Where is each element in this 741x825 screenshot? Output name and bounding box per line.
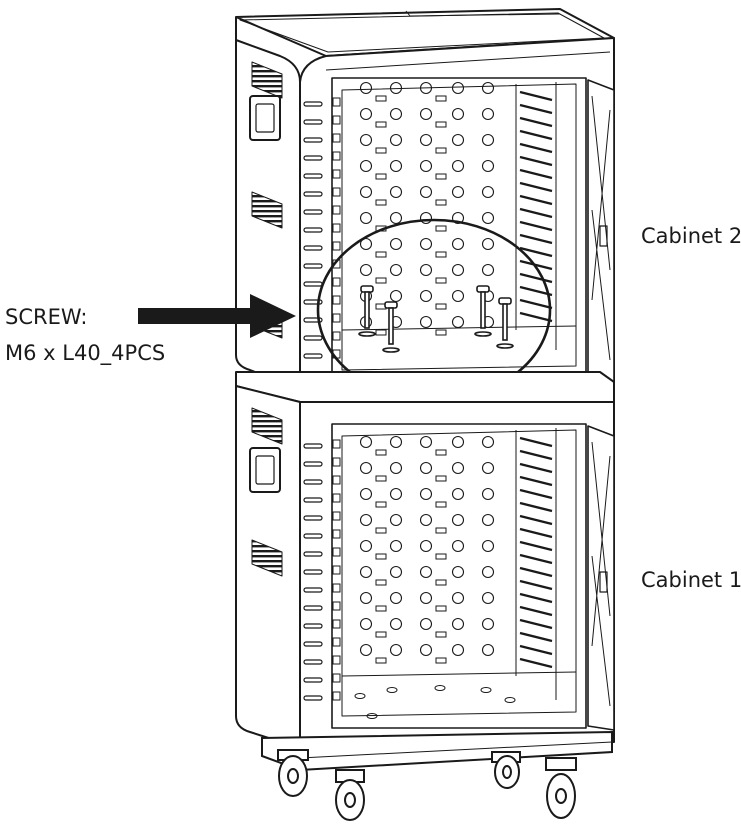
caster	[491, 751, 521, 789]
screw	[474, 285, 492, 337]
screw-spec-label: M6 x L40_4PCS	[5, 341, 166, 365]
cabinet-2-handle	[249, 95, 281, 141]
caster	[545, 757, 577, 819]
base	[261, 730, 613, 772]
cabinet-1-side-slots	[303, 439, 341, 701]
cabinet-1-label: Cabinet 1	[641, 568, 741, 592]
cabinet-1-vent-top	[251, 407, 283, 445]
cabinet-2-vent-top	[251, 61, 283, 99]
caster	[335, 769, 365, 821]
screw	[358, 285, 376, 337]
cabinet-1	[235, 371, 615, 749]
cabinet-1-opening	[331, 423, 587, 729]
cabinet-2-vent-mid	[251, 191, 283, 229]
cabinet-1-door	[587, 425, 615, 731]
cabinet-1-front-frame	[299, 401, 615, 749]
pointer-arrow	[138, 294, 296, 338]
cabinet-1-vent-low	[251, 539, 283, 577]
cabinet-2-back-panel-holes	[359, 81, 495, 336]
cabinet-2-label: Cabinet 2	[641, 224, 741, 248]
cabinet-2-side-slots	[303, 97, 341, 359]
cabinet-2-shelf-rails	[519, 90, 553, 323]
cabinet-1-shelf-rails	[519, 436, 553, 669]
screw	[496, 297, 514, 349]
casters	[277, 749, 577, 821]
screws	[358, 285, 514, 353]
screw	[382, 301, 400, 353]
cabinet-1-handle	[249, 447, 281, 493]
cabinet-2-door	[587, 79, 615, 383]
cabinet-2-front-frame	[299, 37, 615, 393]
cabinet-2	[235, 8, 615, 393]
cabinet-1-back-panel-holes	[359, 435, 495, 664]
screw-label: SCREW:	[5, 305, 88, 329]
caster	[277, 749, 309, 797]
